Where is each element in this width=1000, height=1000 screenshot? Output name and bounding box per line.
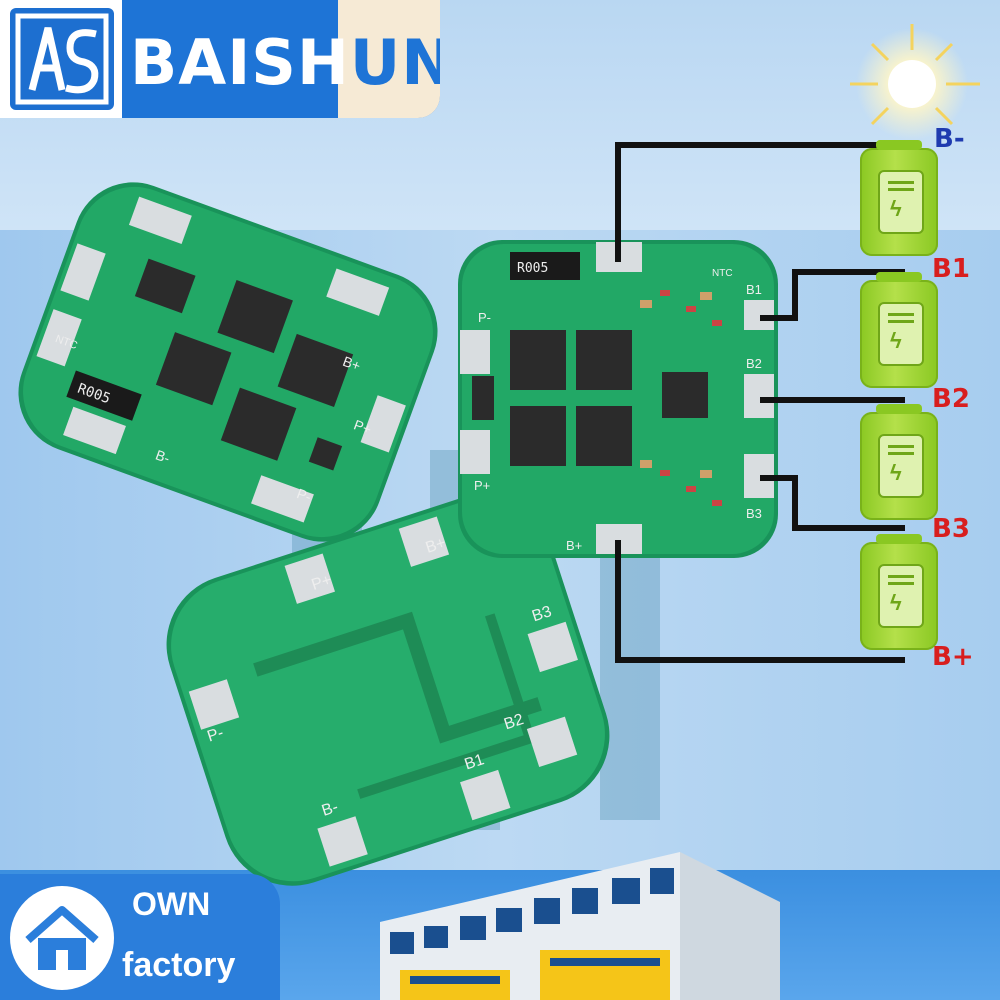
sun-icon: [850, 24, 980, 140]
pcb-board-back: P+ B+ P- B- B1 B2 B3: [166, 494, 610, 886]
battery-cell: ϟ: [860, 404, 938, 520]
pcb-back-p-minus: P-: [205, 724, 225, 745]
brand-name-accent: [338, 0, 440, 118]
pcb-right-b2: B2: [746, 356, 762, 371]
home-icon: [10, 886, 114, 990]
own-factory-line1: OWN: [132, 886, 211, 922]
terminal-label-b1: B1: [932, 254, 970, 284]
battery-icon: [878, 170, 924, 234]
pcb-board-right: R005 NTC P- P+ B+ B1 B2 B3: [458, 240, 778, 558]
brand-name: BAISHUN: [130, 26, 440, 99]
battery-cells: ϟ ϟ ϟ ϟ: [860, 140, 940, 668]
lightning-icon: ϟ: [890, 328, 902, 353]
battery-cell: ϟ: [860, 140, 938, 256]
brand-name-tail: UN: [349, 26, 440, 99]
pcb-back-b3: B3: [530, 603, 554, 625]
pcb-left-b-plus: B+: [341, 353, 363, 374]
pcb-back-b-plus: B+: [424, 535, 448, 557]
terminal-label-b-plus: B+: [932, 642, 974, 672]
pcb-right-b3: B3: [746, 506, 762, 521]
own-factory-line2: factory: [122, 946, 236, 984]
battery-icon: [878, 302, 924, 366]
brand-name-main: BAISH: [130, 26, 350, 99]
pcb-left-p-plus: P+: [352, 416, 374, 437]
pcb-right-p-plus: P+: [474, 478, 490, 493]
pcb-back-b2: B2: [502, 711, 526, 733]
lightning-icon: ϟ: [890, 590, 902, 615]
lightning-icon: ϟ: [890, 196, 902, 221]
pcb-right-b-plus: B+: [566, 538, 582, 553]
battery-cell: ϟ: [860, 534, 938, 650]
pcb-left-b-minus: B-: [153, 446, 172, 466]
terminal-label-b2: B2: [932, 384, 970, 414]
wiring: [615, 142, 905, 663]
battery-cell: ϟ: [860, 272, 938, 388]
pcb-right-p-minus: P-: [478, 310, 491, 325]
terminal-label-b-minus: B-: [934, 124, 965, 154]
battery-icon: [878, 564, 924, 628]
pcb-back-b-minus: B-: [320, 799, 340, 820]
pcb-back-p-plus: P+: [309, 572, 333, 594]
pcb-right-resistor: R005: [517, 261, 548, 276]
brand-header: BAISHUN: [0, 0, 440, 118]
battery-icon: [878, 434, 924, 498]
terminal-label-b3: B3: [932, 514, 970, 544]
lightning-icon: ϟ: [890, 460, 902, 485]
pcb-board-left: R005 NTC B- B+ P+ P-: [18, 182, 438, 542]
factory-building: [380, 852, 780, 1000]
pcb-left-p-minus: P-: [295, 485, 314, 505]
brand-logo-icon: [10, 8, 114, 110]
pcb-back-b1: B1: [462, 751, 486, 773]
pcb-right-b1: B1: [746, 282, 762, 297]
pcb-right-ntc: NTC: [712, 268, 733, 279]
